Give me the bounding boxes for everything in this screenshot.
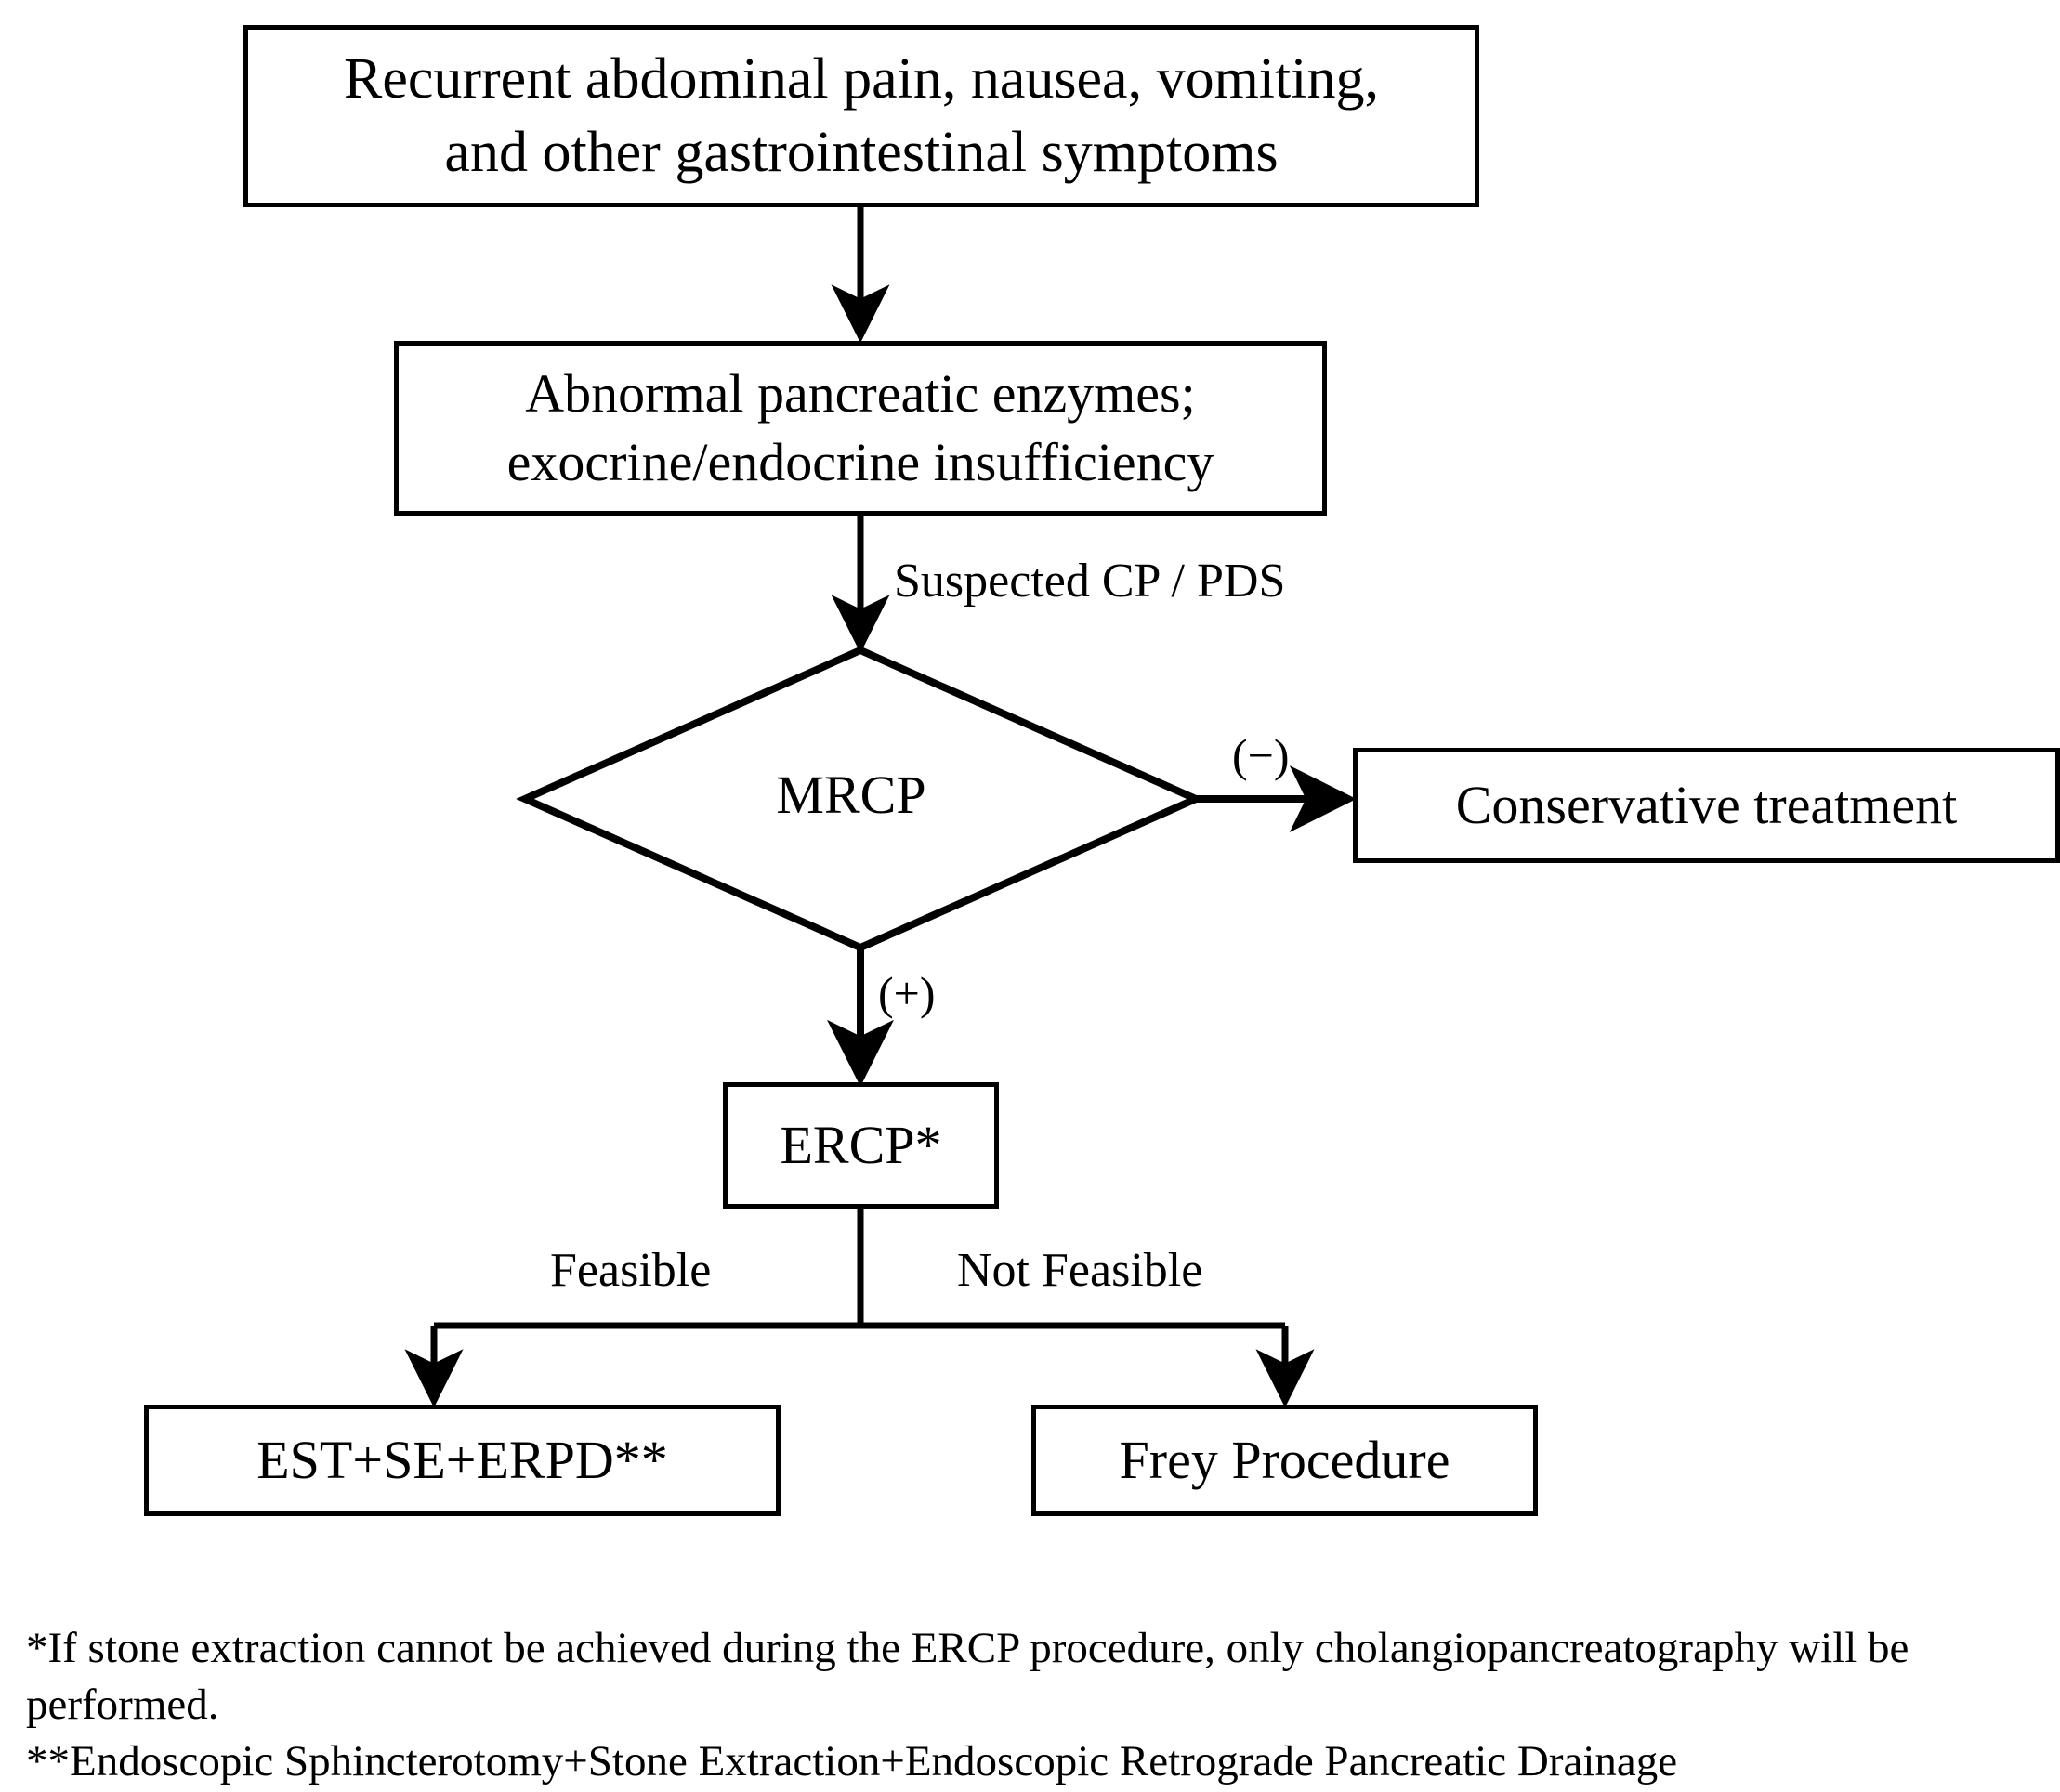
edge-label-positive: (+) [878,967,936,1019]
node-ercp: ERCP* [723,1082,999,1209]
footnote-single-asterisk: *If stone extraction cannot be achieved … [26,1624,1909,1730]
edge-label-feasible: Feasible [550,1244,712,1297]
node-abnormal-enzymes: Abnormal pancreatic enzymes; exocrine/en… [394,341,1327,516]
node-frey-procedure: Frey Procedure [1031,1405,1538,1516]
node-mrcp-label: MRCP [776,765,926,825]
footnotes: *If stone extraction cannot be achieved … [26,1620,1996,1790]
node-est-se-erpd-label: EST+SE+ERPD** [256,1429,668,1490]
node-conservative-treatment-label: Conservative treatment [1455,774,1958,835]
edge-label-suspected-cp-pds: Suspected CP / PDS [894,555,1286,608]
mrcp-diamond-shape [516,646,1205,952]
node-abnormal-enzymes-label: Abnormal pancreatic enzymes; exocrine/en… [506,362,1214,492]
edge-label-not-feasible: Not Feasible [957,1244,1203,1297]
node-mrcp-decision: MRCP [506,764,1196,826]
node-ercp-label: ERCP* [780,1114,942,1175]
node-symptoms-label: Recurrent abdominal pain, nausea, vomiti… [344,46,1379,184]
node-symptoms: Recurrent abdominal pain, nausea, vomiti… [243,25,1479,207]
edge-label-negative: (−) [1232,729,1290,781]
node-frey-procedure-label: Frey Procedure [1119,1429,1450,1490]
node-est-se-erpd: EST+SE+ERPD** [144,1405,781,1516]
node-conservative-treatment: Conservative treatment [1353,748,2060,863]
footnote-double-asterisk: **Endoscopic Sphincterotomy+Stone Extrac… [26,1737,1678,1786]
